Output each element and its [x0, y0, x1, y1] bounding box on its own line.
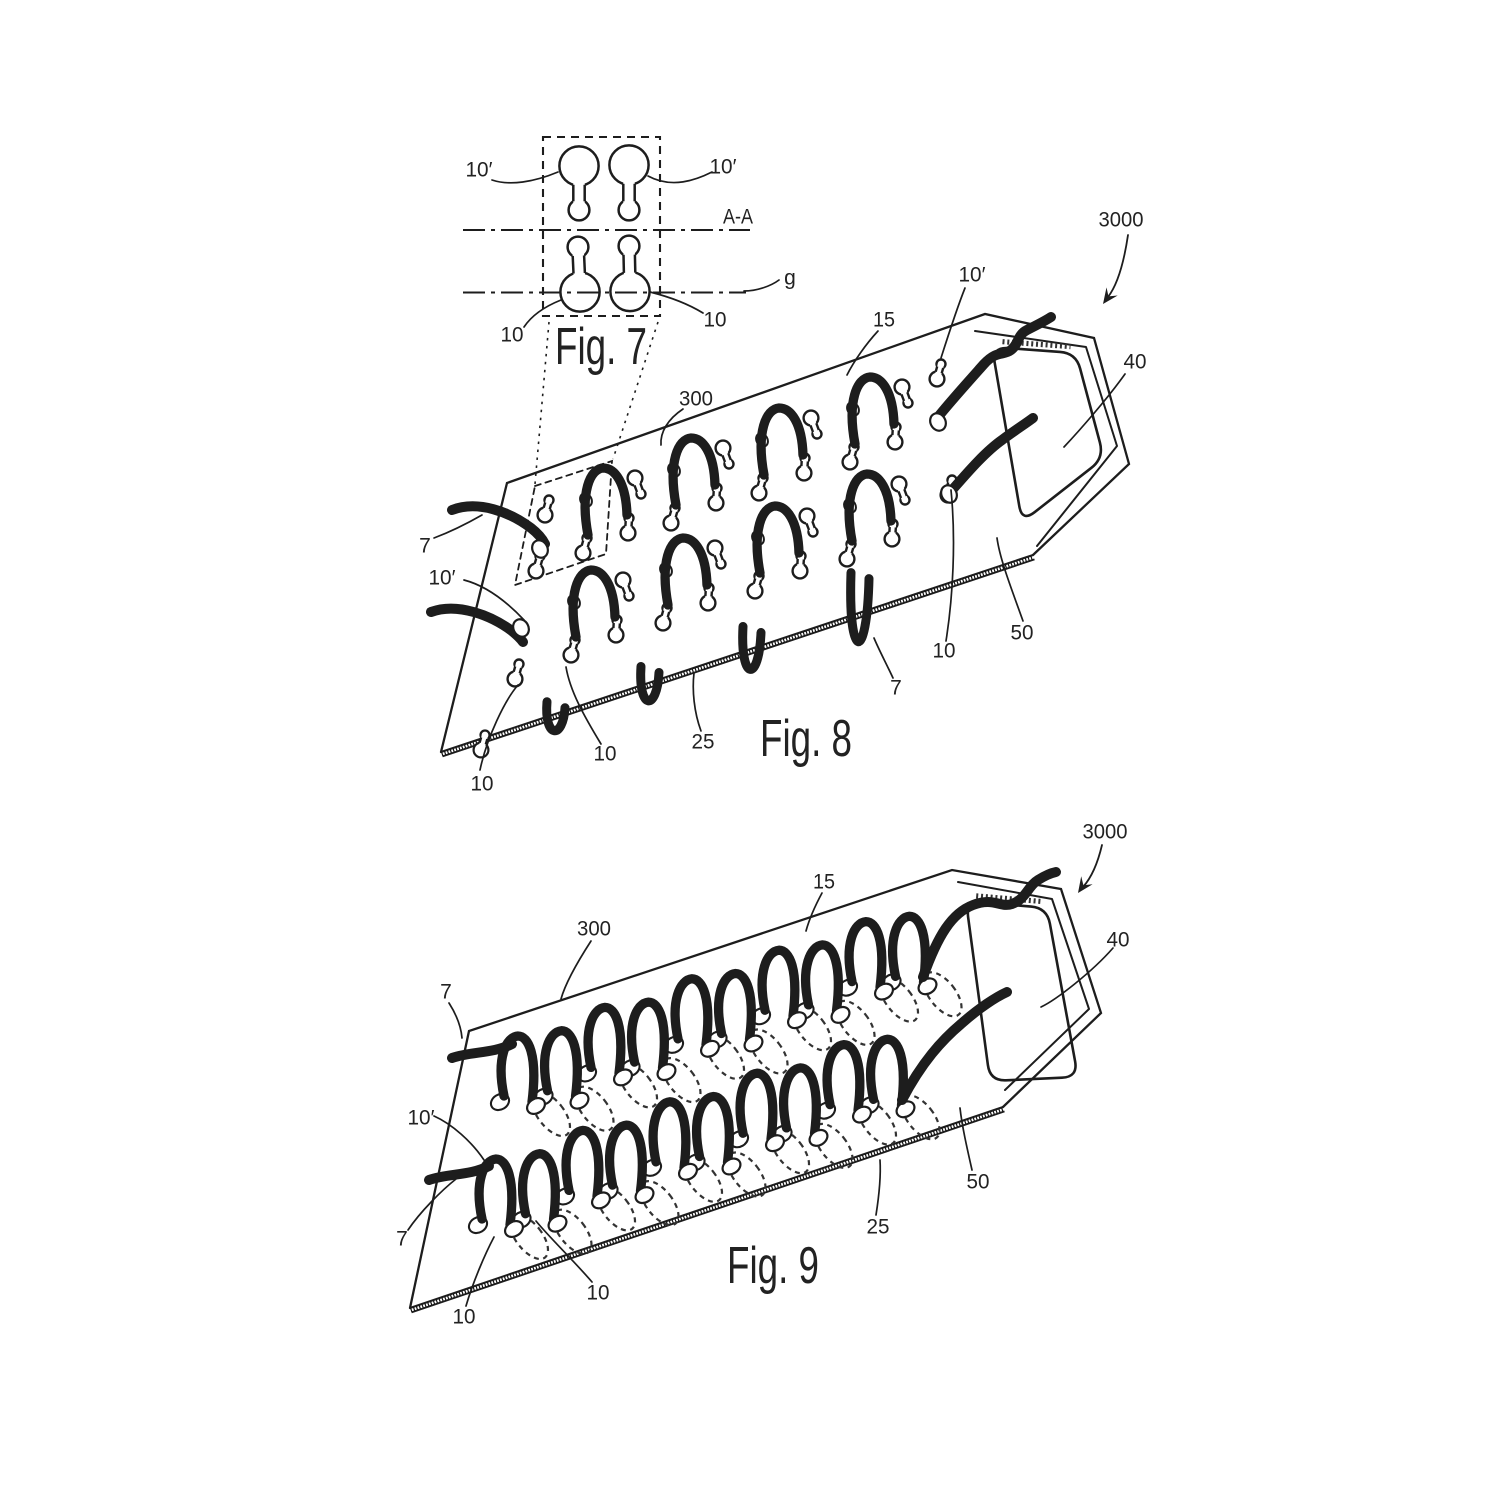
svg-text:300: 300 — [679, 388, 713, 411]
svg-text:3000: 3000 — [1099, 209, 1144, 232]
svg-text:50: 50 — [1011, 622, 1034, 645]
svg-text:10′: 10′ — [710, 156, 737, 179]
svg-text:3000: 3000 — [1083, 821, 1128, 844]
svg-text:Fig. 7: Fig. 7 — [555, 318, 647, 376]
svg-text:10: 10 — [933, 640, 956, 663]
svg-text:15: 15 — [873, 309, 895, 332]
svg-text:15: 15 — [813, 871, 835, 894]
svg-text:10′: 10′ — [959, 264, 986, 287]
svg-text:10: 10 — [587, 1282, 610, 1305]
svg-text:A-A: A-A — [723, 206, 753, 229]
svg-text:10: 10 — [501, 324, 524, 347]
svg-text:10: 10 — [471, 773, 494, 796]
svg-text:7: 7 — [440, 981, 452, 1004]
svg-text:7: 7 — [396, 1228, 408, 1251]
svg-text:7: 7 — [890, 677, 902, 700]
svg-text:10′: 10′ — [429, 567, 456, 590]
svg-text:300: 300 — [577, 918, 611, 941]
svg-text:Fig. 8: Fig. 8 — [760, 710, 852, 768]
svg-text:10′: 10′ — [466, 159, 493, 182]
svg-text:40: 40 — [1107, 929, 1130, 952]
svg-text:7: 7 — [419, 535, 431, 558]
svg-text:50: 50 — [967, 1171, 990, 1194]
svg-text:25: 25 — [692, 731, 715, 754]
svg-text:40: 40 — [1124, 351, 1147, 374]
svg-text:10: 10 — [704, 309, 727, 332]
svg-text:Fig. 9: Fig. 9 — [727, 1237, 819, 1295]
svg-text:10: 10 — [594, 743, 617, 766]
svg-text:10′: 10′ — [408, 1107, 435, 1130]
svg-text:g: g — [784, 267, 796, 290]
svg-text:10: 10 — [453, 1306, 476, 1329]
svg-text:25: 25 — [867, 1216, 890, 1239]
